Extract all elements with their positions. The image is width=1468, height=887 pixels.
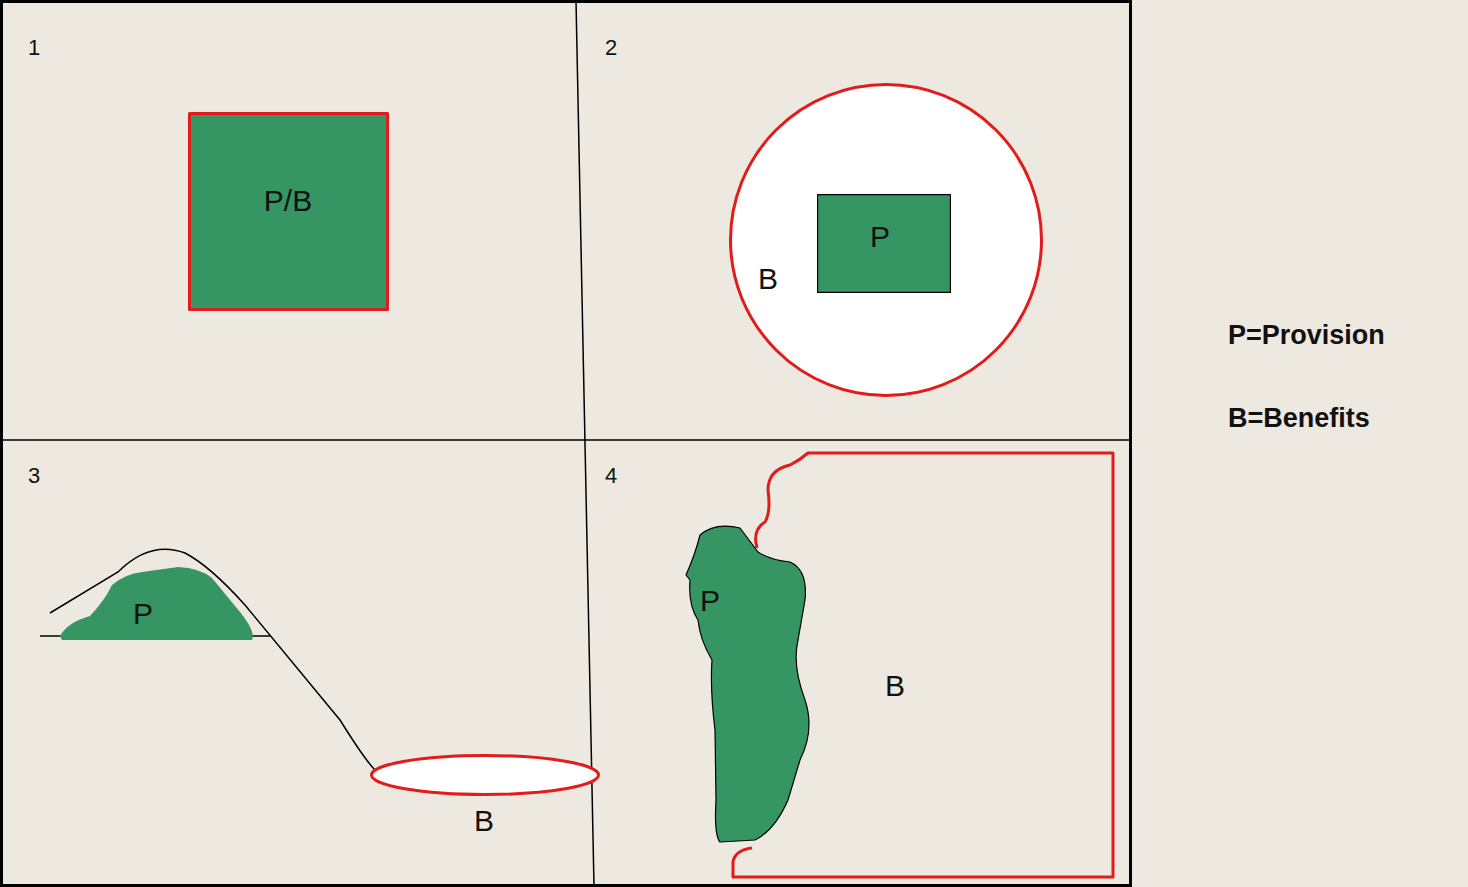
node-text: B: [758, 262, 778, 295]
node-text: B: [474, 804, 494, 837]
shape-outline: [684, 520, 814, 845]
frame-border: [2, 2, 1131, 886]
legend-text: B=Benefits: [1228, 404, 1370, 434]
shared-square: P/B: [188, 112, 389, 311]
horizontal-divider: [1, 439, 1130, 441]
legend-text: P=Provision: [1228, 321, 1385, 351]
benefit-circle: BP: [729, 83, 1043, 397]
quadrant-number: 3: [28, 464, 40, 488]
benefit-ellipse: B: [370, 754, 600, 796]
shape-path: [60, 567, 253, 640]
shape-path: [818, 195, 951, 293]
provision-blob: P: [684, 520, 814, 845]
node-text: P: [133, 597, 153, 630]
shape-path: [731, 85, 1042, 396]
node-text: B: [885, 669, 905, 702]
hilltop-provision: P: [55, 562, 260, 644]
provision-box: P: [817, 194, 951, 293]
vertical-divider: [576, 1, 594, 886]
node-text: P: [700, 584, 720, 617]
shape-outline: [55, 562, 260, 644]
shape-path: [686, 526, 809, 842]
quadrant-number: 1: [28, 36, 40, 60]
quadrant-number: 2: [605, 36, 617, 60]
shape-path: [372, 756, 599, 795]
shape-outline: [370, 754, 600, 796]
node-text: P/B: [264, 184, 312, 217]
hill-outline: [50, 549, 375, 770]
quadrant-number: 4: [605, 464, 617, 488]
node-text: P: [870, 220, 890, 253]
shape-path: [190, 114, 388, 310]
